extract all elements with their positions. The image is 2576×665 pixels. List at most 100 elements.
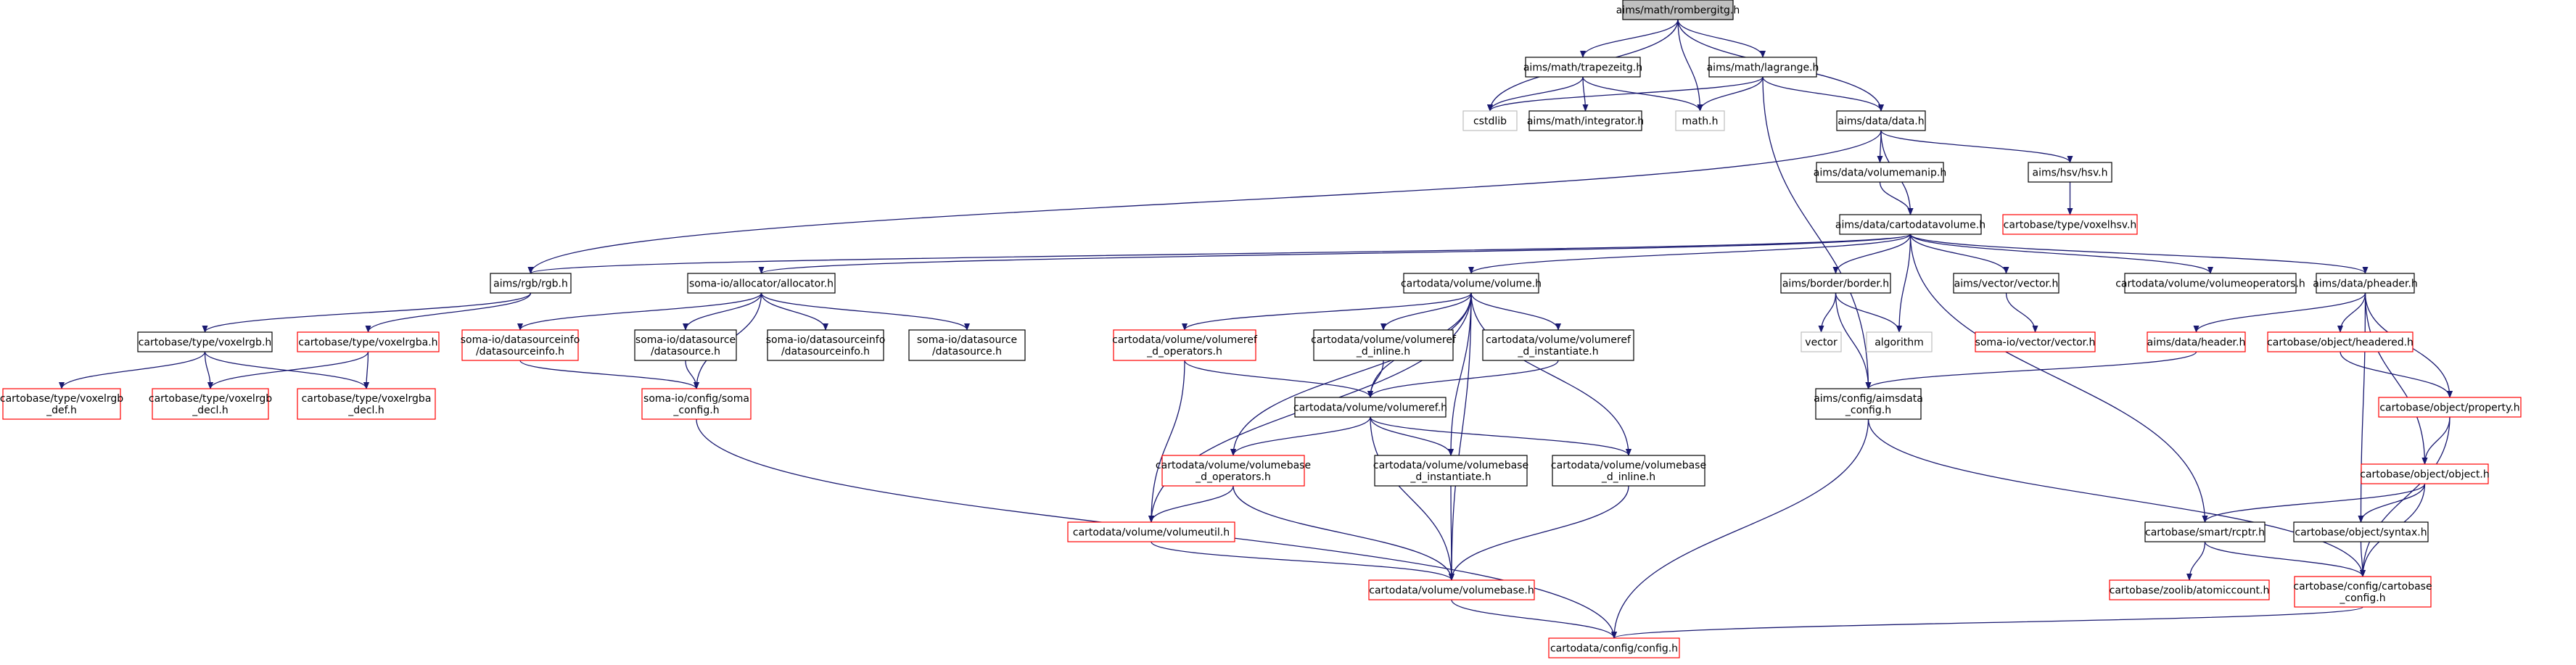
- node-label: _config.h: [672, 405, 719, 416]
- node-math[interactable]: math.h: [1675, 110, 1725, 131]
- node-voxelrgb[interactable]: cartobase/type/voxelrgb.h: [137, 331, 273, 352]
- node-cartodatavolume[interactable]: aims/data/cartodatavolume.h: [1835, 214, 1986, 235]
- node-lagrange[interactable]: aims/math/lagrange.h: [1707, 57, 1819, 78]
- node-box: [1525, 57, 1641, 78]
- node-label: cartodata/volume/volumebase: [1373, 460, 1528, 471]
- node-box: [1675, 110, 1725, 131]
- edge-cartobase_config-to-config: [1611, 606, 2363, 639]
- edge-border-to-aimsdata_config: [1835, 292, 1872, 389]
- node-somavector[interactable]: soma-io/vector/vector.h: [1975, 331, 2096, 352]
- edge-volumeref-to-volumebase_ops: [1230, 416, 1371, 456]
- node-hsv[interactable]: aims/hsv/hsv.h: [2028, 162, 2112, 183]
- node-pheader[interactable]: aims/data/pheader.h: [2313, 273, 2418, 294]
- node-vectorh[interactable]: aims/vector/vector.h: [1953, 273, 2059, 294]
- node-voxelrgb_def[interactable]: cartobase/type/voxelrgb_def.h: [0, 388, 123, 420]
- node-voxelrgba_decl[interactable]: cartobase/type/voxelrgba_decl.h: [297, 388, 436, 420]
- edge-syntax-to-cartobase_config: [2359, 541, 2366, 577]
- edge-voxelrgba-to-voxelrgba_decl: [363, 351, 370, 389]
- node-headered[interactable]: cartobase/object/headered.h: [2267, 331, 2414, 352]
- node-property[interactable]: cartobase/object/property.h: [2378, 397, 2522, 418]
- node-label: aims/vector/vector.h: [1954, 278, 2059, 290]
- node-dsi_dsi[interactable]: soma-io/datasourceinfo/datasourceinfo.h: [461, 329, 580, 361]
- node-box: [2, 388, 121, 420]
- node-object[interactable]: cartobase/object/object.h: [2360, 463, 2490, 484]
- node-label: cartobase/type/voxelrgba: [302, 393, 432, 405]
- edge-cartodatavolume-to-rcptr: [1909, 234, 2208, 523]
- node-label: aims/math/lagrange.h: [1707, 62, 1819, 74]
- node-volumeref[interactable]: cartodata/volume/volumeref.h: [1293, 397, 1447, 418]
- node-config[interactable]: cartodata/config/config.h: [1548, 637, 1680, 658]
- edge-voxelrgb-to-voxelrgb_decl: [204, 351, 213, 389]
- node-allocator[interactable]: soma-io/allocator/allocator.h: [687, 273, 836, 294]
- node-box: [1815, 388, 1922, 420]
- node-vector[interactable]: vector: [1801, 331, 1842, 352]
- node-dsi_dsi2[interactable]: soma-io/datasourceinfo/datasourceinfo.h: [766, 329, 886, 361]
- node-label: cartodata/volume/volumeutil.h: [1073, 527, 1230, 539]
- node-box: [490, 273, 572, 294]
- node-label: cartobase/type/voxelrgb.h: [139, 337, 272, 349]
- node-volumeref_inline[interactable]: cartodata/volume/volumeref_d_inline.h: [1311, 329, 1457, 361]
- node-box: [687, 273, 836, 294]
- node-label: _decl.h: [192, 405, 228, 416]
- node-cstdlib[interactable]: cstdlib: [1462, 110, 1518, 131]
- edge-property-to-object: [2421, 416, 2451, 465]
- node-box: [2316, 273, 2415, 294]
- edge-headered-to-property: [2340, 351, 2453, 398]
- edge-volume-to-volumeref_ops: [1182, 292, 1472, 331]
- node-box: [1368, 579, 1535, 600]
- edge-trapezeitg-to-cstdlib: [1487, 76, 1584, 112]
- edge-rgb-to-voxelrgba: [365, 292, 532, 333]
- node-box: [1708, 57, 1817, 78]
- node-box: [908, 329, 1026, 361]
- node-label: aims/data/data.h: [1838, 116, 1924, 128]
- node-voxelhsv[interactable]: cartobase/type/voxelhsv.h: [2002, 214, 2138, 235]
- edge-volumeref_ops-to-volumeref: [1184, 360, 1373, 398]
- node-box: [1548, 637, 1680, 658]
- node-soma_config[interactable]: soma-io/config/soma_config.h: [641, 388, 752, 420]
- node-volumeref_ops[interactable]: cartodata/volume/volumeref_d_operators.h: [1112, 329, 1258, 361]
- node-integrator[interactable]: aims/math/integrator.h: [1527, 110, 1644, 131]
- node-label: cartobase/zoolib/atomiccount.h: [2110, 585, 2270, 597]
- node-box: [1552, 455, 1705, 487]
- node-volume[interactable]: cartodata/volume/volume.h: [1401, 273, 1542, 294]
- node-label: vector: [1805, 337, 1838, 349]
- node-voxelrgba[interactable]: cartobase/type/voxelrgba.h: [297, 331, 440, 352]
- node-label: _d_inline.h: [1601, 471, 1655, 483]
- edge-volumebase_ops-to-volumeutil: [1148, 485, 1234, 523]
- node-data[interactable]: aims/data/data.h: [1836, 110, 1926, 131]
- node-volumeoperators[interactable]: cartodata/volume/volumeoperators.h: [2115, 273, 2305, 294]
- node-header[interactable]: aims/data/header.h: [2147, 331, 2246, 352]
- node-label: cartodata/volume/volumebase.h: [1369, 585, 1534, 597]
- node-label: _d_inline.h: [1356, 346, 1410, 358]
- node-atomiccount[interactable]: cartobase/zoolib/atomiccount.h: [2109, 579, 2270, 600]
- edge-volumeref-to-volumebase: [1370, 416, 1454, 581]
- node-rombergitg[interactable]: aims/math/rombergitg.h: [1616, 0, 1740, 20]
- node-volumebase[interactable]: cartodata/volume/volumebase.h: [1368, 579, 1535, 600]
- edge-volume-to-volumebase_inst: [1448, 292, 1472, 456]
- node-volumebase_ops[interactable]: cartodata/volume/volumebase_d_operators.…: [1156, 455, 1311, 487]
- node-volumebase_inst[interactable]: cartodata/volume/volumebase_d_instantiat…: [1373, 455, 1528, 487]
- node-aimsdata_config[interactable]: aims/config/aimsdata_config.h: [1814, 388, 1923, 420]
- node-syntax[interactable]: cartobase/object/syntax.h: [2293, 521, 2429, 542]
- node-voxelrgb_decl[interactable]: cartobase/type/voxelrgb_decl.h: [149, 388, 272, 420]
- node-cartobase_config[interactable]: cartobase/config/cartobase_config.h: [2293, 576, 2432, 608]
- node-trapezeitg[interactable]: aims/math/trapezeitg.h: [1523, 57, 1642, 78]
- edge-volume-to-volumebase: [1449, 292, 1472, 581]
- node-volumebase_inline[interactable]: cartodata/volume/volumebase_d_inline.h: [1551, 455, 1706, 487]
- node-ds_ds2[interactable]: soma-io/datasource/datasource.h: [908, 329, 1026, 361]
- node-box: [152, 388, 269, 420]
- node-border[interactable]: aims/border/border.h: [1780, 273, 1891, 294]
- node-algorithm[interactable]: algorithm: [1866, 331, 1933, 352]
- node-volumemanip[interactable]: aims/data/volumemanip.h: [1814, 162, 1946, 183]
- edge-allocator-to-ds_ds: [683, 292, 762, 331]
- node-rgb[interactable]: aims/rgb/rgb.h: [490, 273, 572, 294]
- node-label: cartodata/volume/volumeref.h: [1293, 402, 1447, 414]
- node-volumeref_inst[interactable]: cartodata/volume/volumeref_d_instantiate…: [1482, 329, 1634, 361]
- node-volumeutil[interactable]: cartodata/volume/volumeutil.h: [1067, 521, 1235, 542]
- node-rcptr[interactable]: cartobase/smart/rcptr.h: [2144, 521, 2266, 542]
- edge-volumebase-to-config: [1451, 599, 1617, 639]
- node-ds_ds[interactable]: soma-io/datasource/datasource.h: [634, 329, 737, 361]
- edge-rombergitg-to-lagrange: [1677, 19, 1766, 58]
- node-label: cartobase/type/voxelhsv.h: [2004, 220, 2137, 231]
